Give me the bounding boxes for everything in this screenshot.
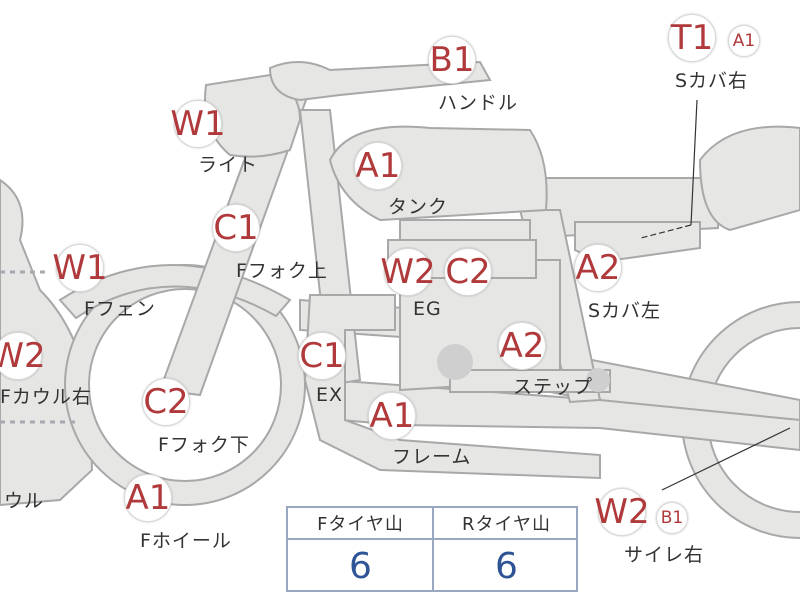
- label-step: ステップ: [513, 376, 594, 398]
- grade-badge-a2-step: A2: [498, 322, 546, 370]
- label-fork-lower: Fフォク下: [158, 434, 250, 456]
- rear-tire-header: Rタイヤ山: [462, 514, 551, 535]
- front-tire-value: 6: [349, 545, 372, 587]
- grade-badge-a1-small: A1: [728, 25, 760, 57]
- label-light: ライト: [198, 154, 259, 176]
- grade-badge-a1-tank: A1: [354, 142, 402, 190]
- label-side-cover-right: Sカバ右: [675, 70, 749, 92]
- exhaust-shape: [303, 294, 601, 480]
- grade-badge-w2-engine: W2: [380, 248, 436, 296]
- label-front-fender: Fフェン: [84, 298, 156, 320]
- grade-badge-a1-frame: A1: [368, 392, 416, 440]
- grade-badge-w2-cowl: W2: [0, 332, 46, 380]
- label-tank: タンク: [388, 196, 449, 218]
- tire-tread-table: Fタイヤ山 Rタイヤ山 6 6: [286, 506, 578, 592]
- rear-tire-value: 6: [495, 545, 518, 587]
- grade-badge-a1-front-wheel: A1: [124, 474, 172, 522]
- grade-badge-b1: B1: [428, 36, 476, 84]
- step-shape: [449, 369, 611, 393]
- label-handlebar: ハンドル: [438, 92, 519, 114]
- grade-badge-b1-small: B1: [656, 502, 688, 534]
- grade-badge-w1-light: W1: [170, 100, 226, 148]
- grade-badge-w2-silencer: W2: [594, 488, 650, 536]
- label-silencer-right: サイレ右: [624, 544, 705, 566]
- label-front-cowl-right: Fカウル右: [0, 386, 92, 408]
- label-cowl-partial: ウル: [4, 490, 45, 512]
- grade-badge-a2-side-cover-left: A2: [574, 244, 622, 292]
- grade-badge-c1-fork-upper: C1: [212, 204, 260, 252]
- front-tire-header: Fタイヤ山: [317, 514, 404, 535]
- label-side-cover-left: Sカバ左: [588, 300, 662, 322]
- label-engine: EG: [413, 298, 442, 320]
- seat-rear-shape: [698, 125, 800, 232]
- grade-badge-c2-engine: C2: [444, 248, 492, 296]
- label-frame: フレーム: [392, 446, 472, 468]
- label-fork-upper: Fフォク上: [236, 260, 328, 282]
- grade-badge-c1-exhaust: C1: [298, 332, 346, 380]
- grade-badge-t1: T1: [668, 14, 716, 62]
- grade-badge-c2-fork-lower: C2: [142, 378, 190, 426]
- label-exhaust: EX: [316, 384, 344, 406]
- grade-badge-w1-fender: W1: [52, 244, 108, 292]
- label-front-wheel: Fホイール: [140, 530, 232, 552]
- table-divider-vertical: [432, 508, 434, 590]
